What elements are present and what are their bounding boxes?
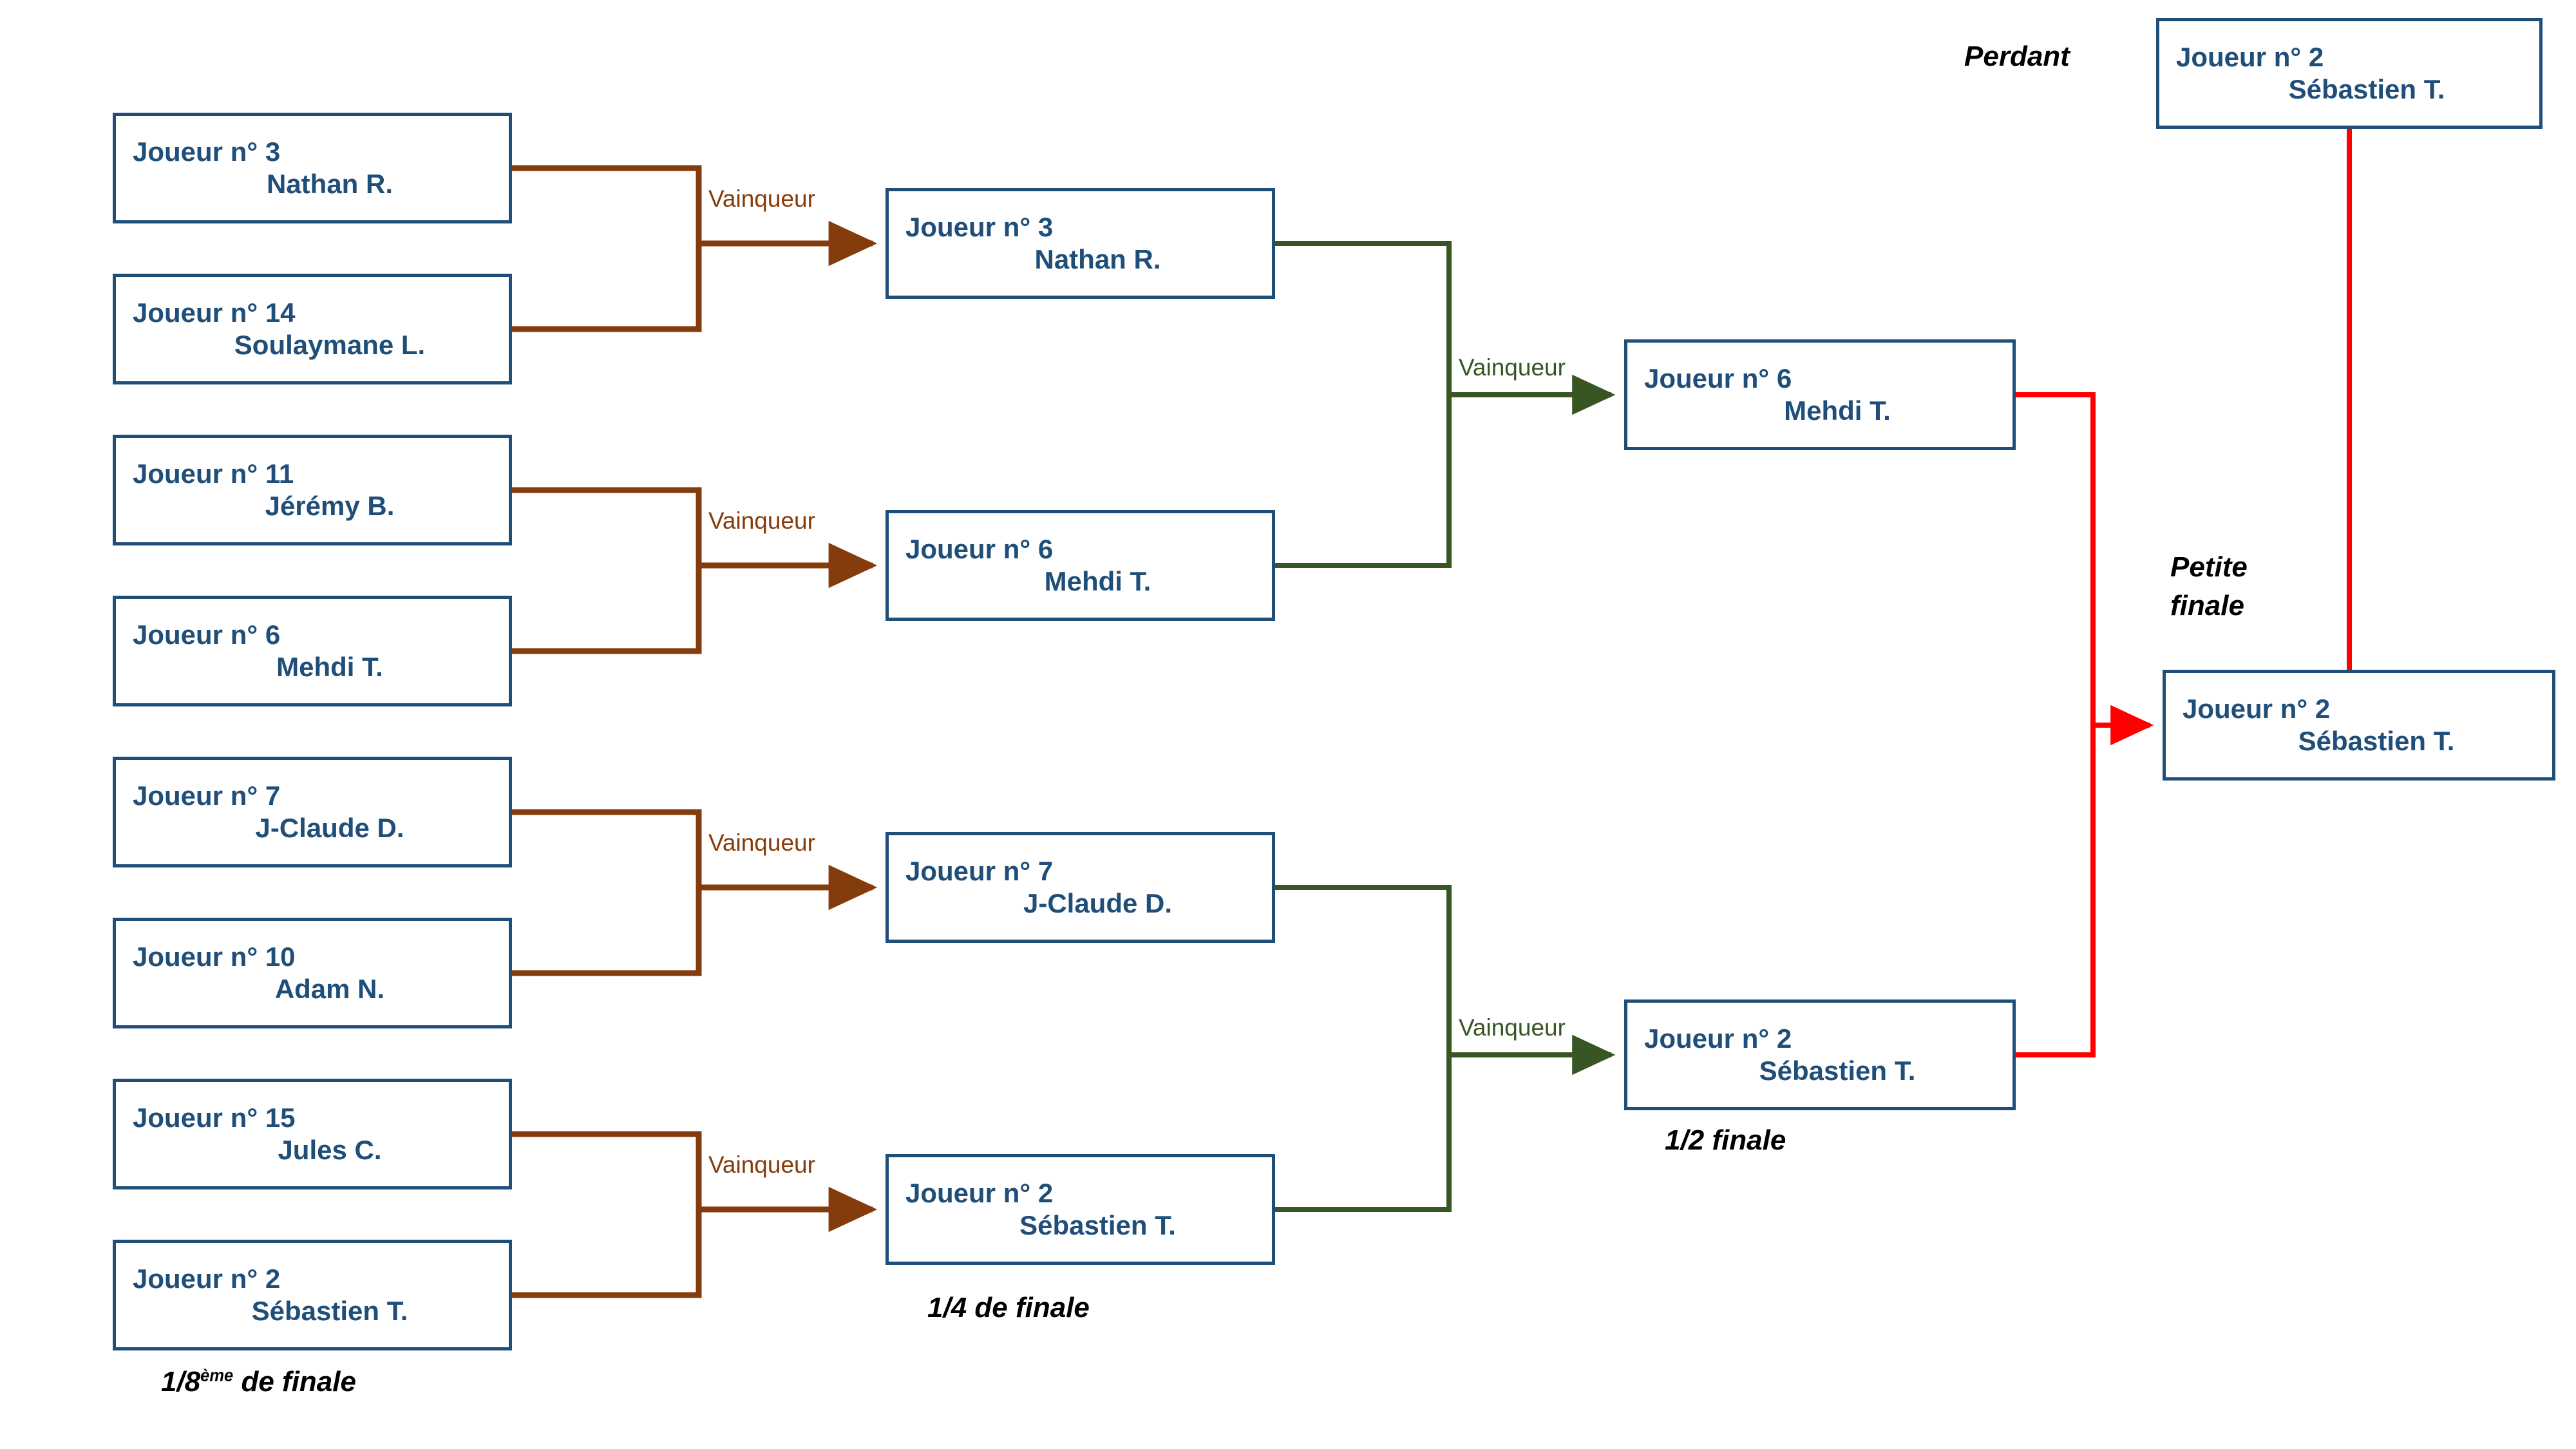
player-name: Sébastien T. xyxy=(2298,726,2455,756)
caption-superscript: ème xyxy=(200,1367,234,1385)
player-seed: Joueur n° 15 xyxy=(133,1103,296,1133)
player-name: Mehdi T. xyxy=(276,652,383,682)
player-seed: Joueur n° 3 xyxy=(133,137,281,167)
player-name: Adam N. xyxy=(274,974,385,1004)
player-seed: Joueur n° 2 xyxy=(133,1264,281,1294)
player-name: Sébastien T. xyxy=(1759,1056,1916,1086)
edge-label-winner: Vainqueur xyxy=(1459,1014,1566,1041)
connector-green xyxy=(1275,241,1616,568)
caption-text: de finale xyxy=(233,1366,356,1397)
player-name: Nathan R. xyxy=(266,169,393,199)
connector-brown xyxy=(512,487,878,654)
player-name: Sébastien T. xyxy=(2288,74,2445,104)
caption-text: 1/2 finale xyxy=(1665,1124,1786,1156)
stage-caption-cap-r16: 1/8ème de finale xyxy=(161,1365,356,1398)
player-seed: Joueur n° 2 xyxy=(2183,694,2331,724)
caption-prefix: 1/8 xyxy=(161,1366,201,1397)
player-name: Mehdi T. xyxy=(1044,566,1151,596)
stage-caption-cap-loser: Perdant xyxy=(1964,40,2070,73)
player-seed: Joueur n° 2 xyxy=(1644,1023,1792,1054)
player-name: Sébastien T. xyxy=(251,1296,408,1326)
player-name: J-Claude D. xyxy=(255,813,404,843)
connector-brown xyxy=(512,809,878,976)
edge-label-winner: Vainqueur xyxy=(1459,354,1566,381)
player-seed: Joueur n° 7 xyxy=(133,781,281,811)
player-name: Sébastien T. xyxy=(1019,1210,1176,1240)
player-name: J-Claude D. xyxy=(1023,888,1173,918)
player-seed: Joueur n° 2 xyxy=(2176,42,2324,73)
caption-text: 1/4 de finale xyxy=(927,1292,1090,1323)
player-seed: Joueur n° 6 xyxy=(133,620,281,650)
player-seed: Joueur n° 10 xyxy=(133,942,296,972)
stage-caption-cap-third2: finale xyxy=(2170,589,2244,622)
connector-green xyxy=(1275,885,1616,1212)
player-name: Nathan R. xyxy=(1034,244,1161,274)
caption-text: Petite xyxy=(2170,551,2248,583)
player-seed: Joueur n° 6 xyxy=(1644,363,1792,394)
stage-caption-cap-sf: 1/2 finale xyxy=(1665,1124,1786,1157)
player-seed: Joueur n° 3 xyxy=(905,212,1054,243)
player-seed: Joueur n° 2 xyxy=(905,1178,1054,1209)
edge-label-winner: Vainqueur xyxy=(708,507,815,534)
stage-caption-cap-qf: 1/4 de finale xyxy=(927,1291,1090,1324)
player-seed: Joueur n° 11 xyxy=(133,459,294,489)
stage-caption-cap-third1: Petite xyxy=(2170,551,2248,583)
player-seed: Joueur n° 7 xyxy=(905,856,1054,887)
player-seed: Joueur n° 6 xyxy=(905,534,1054,565)
connector-brown xyxy=(512,165,878,332)
edge-label-winner: Vainqueur xyxy=(708,185,815,212)
connector-brown xyxy=(512,1131,878,1298)
edge-label-winner: Vainqueur xyxy=(708,1151,815,1178)
caption-text: Perdant xyxy=(1964,41,2070,72)
player-name: Jules C. xyxy=(278,1135,382,1165)
connector-red xyxy=(2016,392,2154,1057)
player-seed: Joueur n° 14 xyxy=(133,298,296,328)
player-name: Soulaymane L. xyxy=(234,330,426,360)
caption-text: finale xyxy=(2170,590,2244,621)
player-name: Jérémy B. xyxy=(265,491,395,521)
player-name: Mehdi T. xyxy=(1784,395,1891,426)
edge-label-winner: Vainqueur xyxy=(708,829,815,856)
